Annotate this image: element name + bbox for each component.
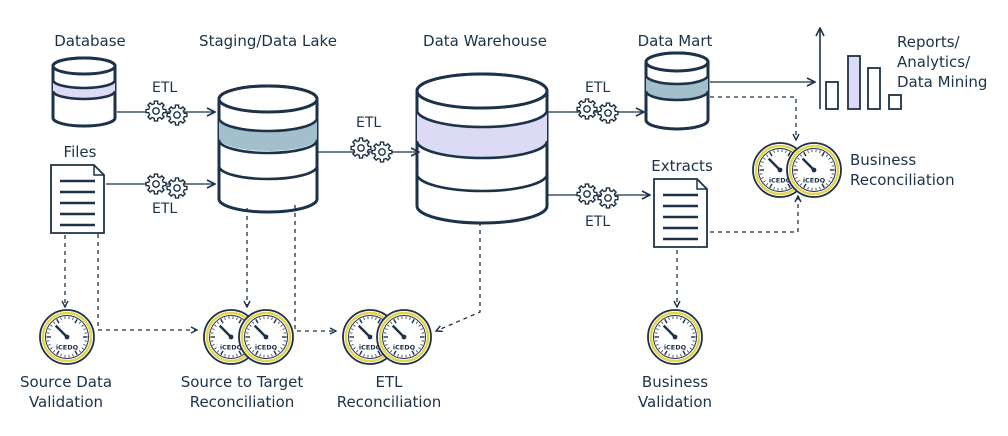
- gauge-icon: iCEDQ: [647, 309, 703, 365]
- warehouse-label: Data Warehouse: [423, 32, 547, 50]
- business-recon-label: Business Reconciliation: [850, 151, 955, 189]
- gauge-brand-text: iCEDQ: [220, 343, 243, 351]
- gears-icon: [350, 137, 393, 163]
- database-label: Database: [54, 32, 126, 50]
- gauge-icon: iCEDQ: [39, 309, 95, 365]
- gears-icon: [145, 173, 188, 199]
- extracts-label: Extracts: [651, 157, 713, 175]
- files-label: Files: [63, 143, 97, 161]
- gears-icon: [145, 100, 188, 126]
- gears-icon: [576, 98, 619, 124]
- staging-label: Staging/Data Lake: [199, 32, 337, 50]
- etl-label-files: ETL: [152, 201, 178, 217]
- gauge-icon: iCEDQ: [786, 142, 842, 198]
- etl-label-datamart: ETL: [585, 80, 611, 96]
- gauge-brand-text: iCEDQ: [56, 343, 79, 351]
- dashed-connector: [294, 205, 336, 331]
- chart-bar: [888, 94, 902, 110]
- files-document-icon: [50, 164, 105, 234]
- source-validation-label: Source Data Validation: [19, 373, 113, 411]
- gauge-brand-text: iCEDQ: [803, 176, 826, 184]
- etl-label-database: ETL: [152, 80, 178, 96]
- source-target-label: Source to Target Reconciliation: [180, 373, 304, 411]
- database-cylinder-icon: [51, 56, 117, 128]
- staging-cylinder-icon: [217, 84, 319, 214]
- business-validation-label: Business Validation: [637, 373, 713, 411]
- dashed-connector: [710, 196, 798, 233]
- dashed-connector: [710, 96, 796, 140]
- chart-bar: [825, 81, 839, 110]
- bar-chart-icon: [820, 28, 902, 110]
- gauge-brand-text: iCEDQ: [255, 343, 278, 351]
- gauge-brand-text: iCEDQ: [359, 343, 382, 351]
- gauge-icon: iCEDQ: [238, 309, 294, 365]
- gauge-brand-text: iCEDQ: [769, 176, 792, 184]
- dashed-connector: [436, 222, 481, 331]
- datamart-label: Data Mart: [637, 32, 713, 50]
- gauge-brand-text: iCEDQ: [664, 343, 687, 351]
- gears-icon: [576, 183, 619, 209]
- datamart-cylinder-icon: [644, 51, 710, 131]
- gauge-icon: iCEDQ: [376, 309, 432, 365]
- etl-recon-label: ETL Reconciliation: [336, 373, 442, 411]
- chart-bar: [867, 67, 881, 110]
- warehouse-cylinder-icon: [415, 72, 549, 225]
- reports-label: Reports/ Analytics/ Data Mining: [897, 33, 988, 91]
- dashed-connector: [97, 234, 197, 330]
- etl-label-staging: ETL: [356, 115, 382, 131]
- extracts-document-icon: [653, 178, 708, 248]
- chart-bar: [847, 55, 861, 110]
- gauge-brand-text: iCEDQ: [393, 343, 416, 351]
- etl-label-extracts: ETL: [585, 214, 611, 230]
